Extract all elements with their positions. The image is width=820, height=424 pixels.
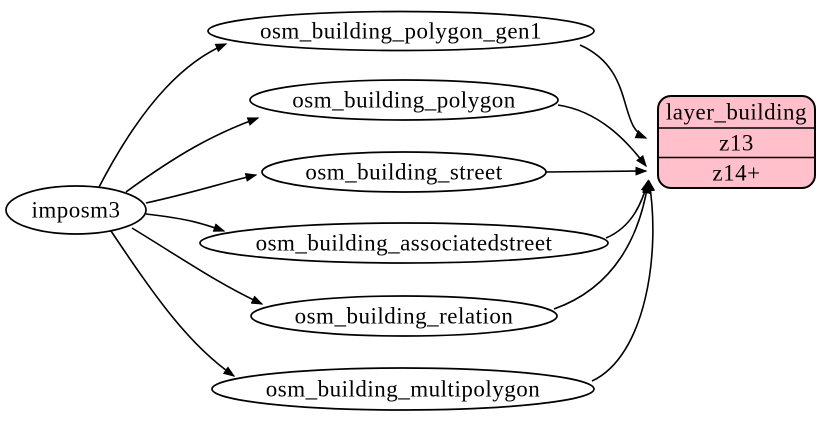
node-osm-building-associatedstreet: osm_building_associatedstreet	[199, 222, 609, 264]
edge-imposm3-associatedstreet	[145, 213, 226, 232]
edge-imposm3-multipolygon	[110, 230, 236, 377]
polygon-label: osm_building_polygon	[292, 88, 515, 113]
edge-relation-z14	[553, 181, 651, 310]
multipolygon-ellipse	[211, 367, 595, 411]
polygon-gen1-ellipse	[207, 10, 595, 52]
street-ellipse	[261, 151, 547, 193]
edge-imposm3-relation	[131, 227, 264, 305]
node-osm-building-polygon: osm_building_polygon	[249, 79, 559, 121]
associatedstreet-ellipse	[199, 222, 609, 264]
edge-imposm3-polygon	[125, 117, 260, 193]
imposm3-label: imposm3	[31, 198, 120, 223]
node-layer-building: layer_building z13 z14+	[657, 95, 816, 189]
layer-building-row-z14: z14+	[712, 161, 760, 186]
node-osm-building-street: osm_building_street	[261, 151, 547, 193]
polygon-gen1-label: osm_building_polygon_gen1	[260, 19, 542, 44]
relation-ellipse	[250, 295, 558, 337]
imposm3-ellipse	[5, 185, 147, 235]
edge-street-z14	[545, 166, 648, 176]
edge-imposm3-polygon-gen1	[97, 43, 228, 190]
associatedstreet-label: osm_building_associatedstreet	[256, 231, 553, 256]
edge-imposm3-street	[145, 173, 258, 204]
edges-source-to-tables	[97, 43, 264, 377]
layer-building-row-z13: z13	[719, 131, 754, 156]
edge-multipolygon-z14	[591, 179, 656, 382]
edge-polygon-gen1-z13	[579, 44, 648, 139]
edge-polygon-z14	[557, 104, 647, 168]
relation-label: osm_building_relation	[295, 304, 514, 329]
node-osm-building-multipolygon: osm_building_multipolygon	[211, 367, 595, 411]
layer-building-box	[657, 95, 816, 189]
edges-tables-to-layer	[545, 44, 656, 382]
node-osm-building-polygon-gen1: osm_building_polygon_gen1	[207, 10, 595, 52]
node-osm-building-relation: osm_building_relation	[250, 295, 558, 337]
layer-building-title: layer_building	[666, 100, 807, 125]
node-imposm3: imposm3	[5, 185, 147, 235]
multipolygon-label: osm_building_multipolygon	[266, 377, 540, 402]
street-label: osm_building_street	[305, 160, 502, 185]
polygon-ellipse	[249, 79, 559, 121]
